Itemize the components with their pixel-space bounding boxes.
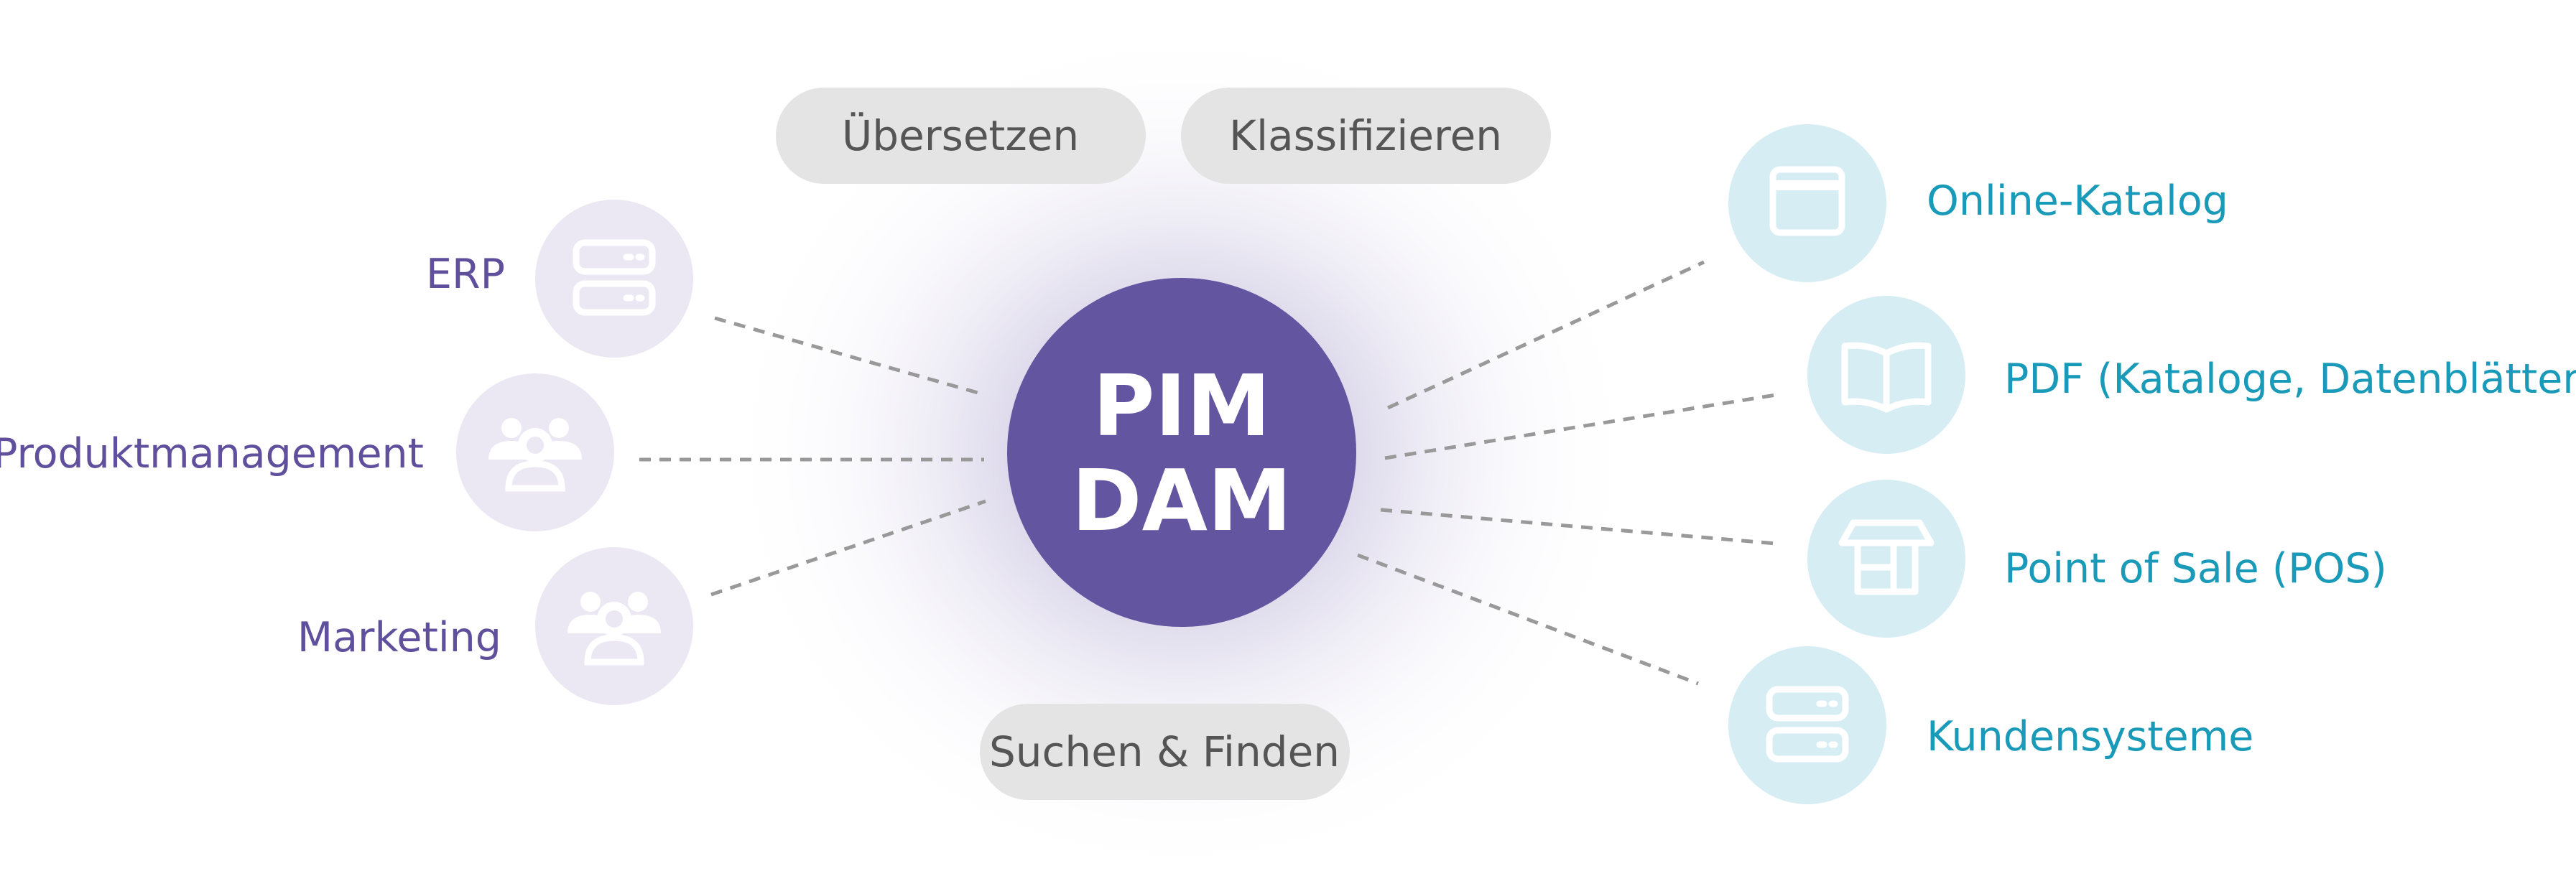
connector-kundensysteme xyxy=(1357,553,1699,686)
target-kundensysteme: Kundensysteme xyxy=(1728,646,2253,804)
pill-label: Übersetzen xyxy=(842,111,1079,160)
target-pos: Point of Sale (POS) xyxy=(1807,480,2387,638)
open-book-icon xyxy=(1841,342,1932,413)
pill-suchen-finden: Suchen & Finden xyxy=(980,704,1350,800)
connector-erp xyxy=(714,316,986,397)
target-label-pos: Point of Sale (POS) xyxy=(2004,545,2387,592)
shop-stall-icon xyxy=(1838,519,1935,595)
connector-online-katalog xyxy=(1386,260,1705,410)
source-label-produktmanagement: Produktmanagement xyxy=(0,430,424,478)
target-label-kundensysteme: Kundensysteme xyxy=(1927,713,2253,760)
target-label-online-katalog: Online-Katalog xyxy=(1927,177,2228,225)
hub-line1: PIM xyxy=(1093,356,1271,455)
hub-line2: DAM xyxy=(1072,451,1292,550)
connectors xyxy=(639,260,1776,686)
connector-pdf xyxy=(1384,393,1776,460)
source-erp: ERP xyxy=(426,200,693,358)
target-pdf: PDF (Kataloge, Datenblätter) xyxy=(1807,296,2576,454)
people-icon xyxy=(567,592,661,666)
pill-label: Klassifizieren xyxy=(1229,111,1502,160)
target-online-katalog: Online-Katalog xyxy=(1728,124,2228,282)
source-label-erp: ERP xyxy=(426,251,505,298)
pill-label: Suchen & Finden xyxy=(989,727,1340,776)
hub: PIM DAM xyxy=(1007,278,1356,627)
target-label-pdf: PDF (Kataloge, Datenblätter) xyxy=(2004,355,2576,403)
pill-uebersetzen: Übersetzen xyxy=(776,88,1146,184)
source-marketing: Marketing xyxy=(297,547,693,705)
server-icon xyxy=(1766,686,1849,763)
browser-window-icon xyxy=(1769,166,1845,236)
server-icon xyxy=(573,239,656,316)
source-label-marketing: Marketing xyxy=(297,614,501,661)
connector-pos xyxy=(1380,508,1776,546)
people-icon xyxy=(488,418,582,492)
pill-klassifizieren: Klassifizieren xyxy=(1181,88,1551,184)
connector-marketing xyxy=(710,499,986,597)
source-produktmanagement: Produktmanagement xyxy=(0,373,614,531)
